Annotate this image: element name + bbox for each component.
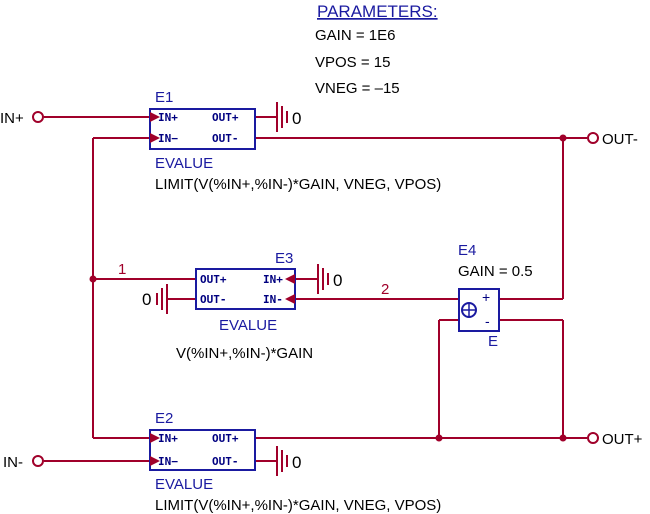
ground-e2: 0: [276, 446, 301, 476]
e1-pin-out-minus: OUT-: [212, 132, 239, 145]
component-e1[interactable]: E1 IN+ IN− OUT+ OUT- EVALUE LIMIT(V(%IN+…: [149, 89, 441, 193]
e4-type: E: [488, 333, 498, 350]
e2-pin-in-plus: IN+: [158, 432, 178, 445]
junctions: [89, 134, 567, 442]
port-in-plus-connector[interactable]: [32, 111, 44, 123]
e3-pin-in-minus: IN-: [263, 293, 283, 306]
e2-reference: E2: [155, 410, 173, 427]
e1-type: EVALUE: [155, 155, 213, 172]
e1-pin-out-plus: OUT+: [212, 111, 239, 124]
junction-out-plus: [559, 434, 567, 442]
ground-e3-in-label: 0: [333, 271, 342, 290]
component-e2[interactable]: E2 IN+ IN− OUT+ OUT- EVALUE LIMIT(V(%IN+…: [149, 410, 441, 514]
e3-reference: E3: [275, 250, 293, 267]
port-out-plus-connector[interactable]: [587, 432, 599, 444]
parameter-vpos: VPOS = 15: [315, 54, 390, 71]
ports: IN+ IN- OUT- OUT+: [0, 110, 643, 471]
e3-body[interactable]: [195, 268, 296, 310]
parameter-vneg: VNEG = –15: [315, 80, 400, 97]
e3-expression: V(%IN+,%IN-)*GAIN: [176, 345, 313, 362]
component-e3[interactable]: E3 OUT+ OUT- IN+ IN- EVALUE V(%IN+,%IN-)…: [176, 250, 313, 362]
parameters-title: PARAMETERS:: [317, 2, 438, 21]
e1-expression: LIMIT(V(%IN+,%IN-)*GAIN, VNEG, VPOS): [155, 176, 441, 193]
e2-pin-out-plus: OUT+: [212, 432, 239, 445]
e1-pin-in-minus: IN−: [158, 132, 178, 145]
e4-reference: E4: [458, 242, 476, 259]
port-in-plus-label: IN+: [0, 110, 24, 127]
ground-e3-out: 0: [142, 284, 168, 314]
e1-pin-in-plus: IN+: [158, 111, 178, 124]
junction-out-minus: [559, 134, 567, 142]
ground-e3-in: 0: [317, 264, 342, 294]
e2-pin-in-minus: IN−: [158, 455, 178, 468]
port-out-minus-connector[interactable]: [587, 132, 599, 144]
e4-plus-sign: +: [482, 289, 490, 305]
e4-minus-sign: -: [485, 313, 490, 329]
e3-pin-in-plus: IN+: [263, 273, 283, 286]
e2-body[interactable]: [149, 429, 256, 471]
wires: [44, 116, 587, 462]
e2-pin-out-minus: OUT-: [212, 455, 239, 468]
e2-expression: LIMIT(V(%IN+,%IN-)*GAIN, VNEG, VPOS): [155, 497, 441, 514]
port-out-minus-label: OUT-: [602, 131, 638, 148]
component-e4[interactable]: E4 GAIN = 0.5 + - E: [458, 242, 533, 350]
e3-pin-out-plus: OUT+: [200, 273, 227, 286]
parameters-block: PARAMETERS: GAIN = 1E6 VPOS = 15 VNEG = …: [315, 2, 438, 97]
ground-e2-label: 0: [292, 453, 301, 472]
net-label-2: 2: [381, 281, 389, 298]
e3-pin-out-minus: OUT-: [200, 293, 227, 306]
parameter-gain: GAIN = 1E6: [315, 27, 395, 44]
e2-type: EVALUE: [155, 476, 213, 493]
e1-reference: E1: [155, 89, 173, 106]
e3-type: EVALUE: [219, 317, 277, 334]
port-in-minus-label: IN-: [3, 454, 23, 471]
e4-gain: GAIN = 0.5: [458, 263, 533, 280]
ground-e1-label: 0: [292, 109, 301, 128]
port-out-plus-label: OUT+: [602, 431, 643, 448]
junction-e4-control: [435, 434, 443, 442]
ground-e3-out-label: 0: [142, 290, 151, 309]
e1-body[interactable]: [149, 108, 256, 150]
junction-net1: [89, 275, 97, 283]
ground-e1: 0: [276, 102, 301, 132]
net-label-1: 1: [118, 261, 126, 278]
port-in-minus-connector[interactable]: [32, 455, 44, 467]
